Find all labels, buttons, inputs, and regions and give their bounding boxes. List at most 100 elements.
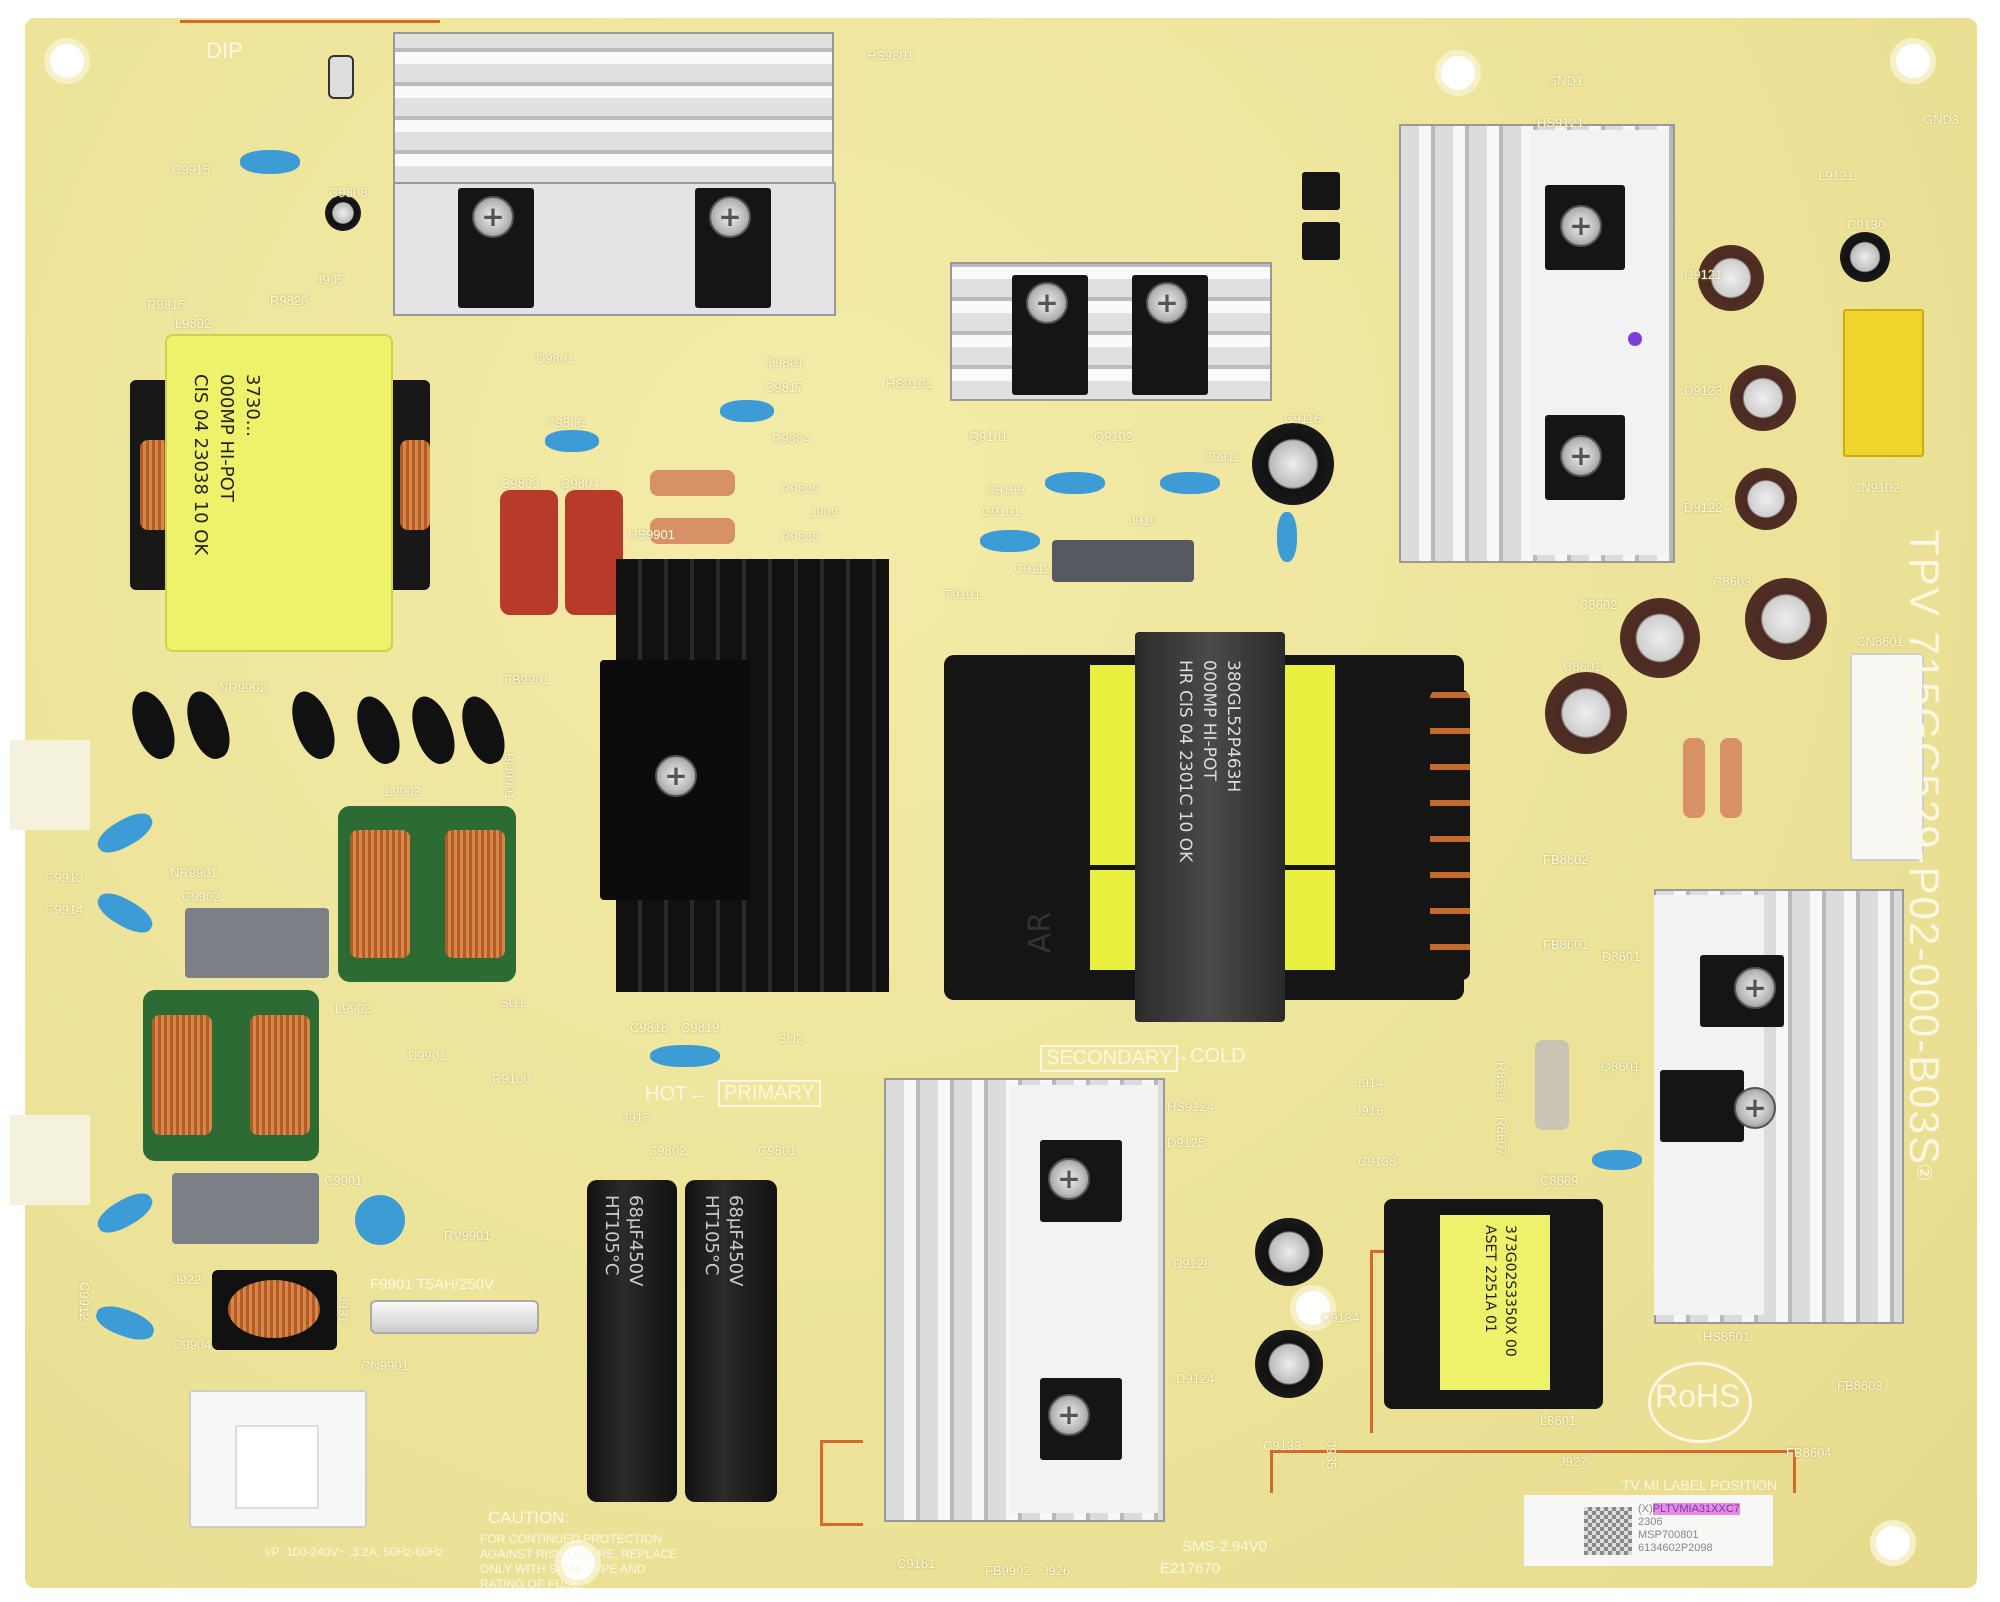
heatsink-hs9101 (950, 262, 1272, 401)
electrolytic-capacitor (1698, 245, 1764, 311)
screw-icon (1560, 205, 1602, 247)
board-cutout (10, 740, 90, 830)
reference-designator: C9913 (45, 870, 84, 885)
reference-designator: NR9902 (219, 680, 267, 695)
reference-designator: J910 (1129, 513, 1158, 528)
reference-designator: GND3 (1923, 112, 1960, 127)
rohs-text: RoHS (1655, 1378, 1741, 1414)
electrolytic-capacitor (1255, 1218, 1323, 1286)
reference-designator: C9817 (765, 380, 804, 395)
reference-designator: J905 (316, 272, 345, 287)
optocoupler (1302, 222, 1340, 260)
mounting-hole (1890, 38, 1936, 84)
y-capacitor (1277, 512, 1297, 562)
reference-designator: R9820 (270, 293, 309, 308)
reference-designator: C9804 (561, 476, 600, 491)
reference-designator: L9121 (1818, 168, 1855, 183)
film-capacitor (500, 490, 558, 615)
cold-label: →COLD (1170, 1045, 1246, 1067)
sticker-date: 2306 (1638, 1516, 1663, 1528)
electrolytic-capacitor (325, 195, 361, 231)
connector-socket (235, 1425, 319, 1509)
y-capacitor (980, 530, 1040, 552)
reference-designator: C8609 (1540, 1173, 1579, 1188)
bulk-capacitor: 68μF450V HT105°C (587, 1180, 677, 1502)
reference-designator: D9801 (536, 351, 575, 366)
board-cutout (10, 1115, 90, 1205)
reference-designator: D8601 (1602, 949, 1641, 964)
reference-designator: C8601 (1563, 659, 1602, 674)
reference-designator: NR9901 (170, 865, 218, 880)
reference-designator: Q9801 (765, 355, 805, 370)
reference-designator: C9134 (1321, 1310, 1360, 1325)
transformer-leads (1430, 690, 1470, 980)
y-capacitor (720, 400, 774, 422)
caution-text: FOR CONTINUED PROTECTION AGAINST RISK OF… (480, 1532, 678, 1591)
reference-designator: HS9101 (886, 376, 933, 391)
copper-trace (180, 20, 440, 23)
reference-designator: D9122 (1684, 500, 1723, 515)
sticker-msp: MSP700801 (1638, 1529, 1699, 1541)
reference-designator: J935 (1324, 1441, 1339, 1470)
varistor-rv9901 (355, 1195, 405, 1245)
reference-designator: RV9901 (444, 1228, 491, 1243)
transformer-label: HR CIS 04 2301C 10 OK (1175, 660, 1195, 863)
reference-designator: C9806 (546, 415, 585, 430)
reference-designator: HS9801 (867, 48, 914, 63)
transformer-label: 3730... (242, 374, 263, 437)
primary-transformer: 3730... 000MP HI-POT CIS 04 23038 10 OK (165, 334, 393, 652)
electrolytic-capacitor (1745, 578, 1827, 660)
reference-designator: J917 (622, 1110, 651, 1125)
reference-designator: C9902 (182, 889, 221, 904)
transformer-mark: AR (1023, 911, 1059, 954)
capacitor-rating: 68μF450V (725, 1195, 746, 1287)
qr-code-icon (1584, 1507, 1632, 1555)
connector-cn8601[interactable] (1850, 653, 1924, 861)
reference-designator: C9130 (1847, 217, 1886, 232)
reference-designator: SU2 (778, 1031, 804, 1046)
reference-designator: C9116 (1284, 411, 1322, 426)
ul-file-number: E217670 (1160, 1560, 1221, 1577)
screw-icon (1560, 435, 1602, 477)
screw-icon (655, 755, 697, 797)
mounting-hole (555, 1540, 601, 1586)
electrolytic-capacitor (1730, 365, 1796, 431)
label-position-text: TV MI LABEL POSITION (1622, 1477, 1778, 1493)
electrolytic-capacitor (1545, 672, 1627, 754)
reference-designator: C9101 (982, 504, 1021, 519)
screw-icon (472, 196, 514, 238)
reference-designator: FB8603 (1837, 1378, 1883, 1393)
sticker-serial: 6134602P2098 (1638, 1542, 1713, 1554)
reference-designator: C9161 (897, 1556, 936, 1571)
caution-title: CAUTION: (488, 1508, 570, 1527)
choke-winding (350, 830, 410, 958)
capacitor-rating: 68μF450V (625, 1195, 646, 1287)
electrolytic-capacitor (1840, 232, 1890, 282)
electrolytic-capacitor (1252, 423, 1334, 505)
screw-icon (709, 196, 751, 238)
y-capacitor (1045, 472, 1105, 494)
capacitor-temp: HT105°C (701, 1195, 722, 1276)
reference-designator: HS8501 (1703, 1329, 1750, 1344)
transistor (1660, 1070, 1744, 1142)
reference-designator: R9100 (492, 1071, 531, 1086)
electrolytic-capacitor (1735, 468, 1797, 530)
reference-designator: FB9902 (985, 1563, 1031, 1578)
transformer-label: CIS 04 23038 10 OK (190, 374, 211, 556)
transformer-label: 000MP HI-POT (216, 374, 237, 502)
reference-designator: GND1 (1547, 73, 1584, 88)
reference-designator: C9803 (501, 476, 540, 491)
x-capacitor (172, 1173, 319, 1244)
connector-cn9102[interactable] (1843, 309, 1924, 457)
reference-designator: D9123 (1684, 383, 1723, 398)
reference-designator: C9199 (986, 482, 1025, 497)
bulk-capacitor: 68μF450V HT105°C (685, 1180, 777, 1502)
reference-designator: C9138 (1358, 1154, 1397, 1169)
jumper (328, 55, 354, 99)
heatsink-hs9801 (393, 32, 834, 186)
reference-designator: J916 (1355, 1103, 1384, 1118)
copper-trace (820, 1440, 863, 1526)
transformer-winding (400, 440, 430, 530)
sticker-prefix: (X) (1638, 1503, 1653, 1515)
mounting-hole (44, 38, 90, 84)
